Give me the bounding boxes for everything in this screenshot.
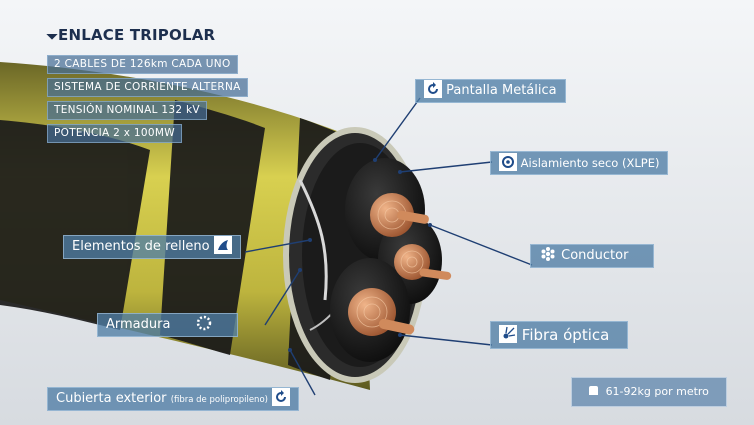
- weight-icon: [589, 386, 599, 395]
- screen-arc-icon: [424, 80, 442, 98]
- label-conductor: Conductor: [530, 244, 654, 268]
- label-relleno-text: Elementos de relleno: [72, 239, 210, 254]
- outer-sheath-arc-icon: [272, 388, 291, 406]
- filler-element-icon: [213, 236, 232, 254]
- page-title: ENLACE TRIPOLAR: [46, 26, 216, 44]
- label-pantalla-text: Pantalla Metálica: [446, 83, 557, 98]
- weight-badge: 61-92kg por metro: [571, 377, 727, 407]
- label-relleno: Elementos de relleno: [63, 235, 241, 259]
- label-aislamiento-text: Aislamiento seco (XLPE): [520, 156, 660, 170]
- label-cubierta-text: Cubierta exterior: [56, 391, 167, 406]
- label-fibra: Fibra óptica: [490, 321, 628, 349]
- label-pantalla: Pantalla Metálica: [415, 79, 566, 103]
- weight-text: 61-92kg por metro: [605, 385, 709, 398]
- label-armadura-text: Armadura: [106, 317, 171, 332]
- title-arrow-icon: [46, 28, 58, 40]
- label-conductor-text: Conductor: [561, 248, 629, 263]
- spec-cables: 2 CABLES DE 126km CADA UNO: [47, 55, 238, 74]
- spec-voltage: TENSIÓN NOMINAL 132 kV: [47, 101, 207, 120]
- spec-system: SISTEMA DE CORRIENTE ALTERNA: [47, 78, 248, 97]
- label-cubierta: Cubierta exterior (fibra de polipropilen…: [47, 387, 300, 411]
- label-fibra-text: Fibra óptica: [521, 326, 610, 344]
- conductor-strands-icon: [539, 245, 557, 263]
- label-armadura: Armadura: [97, 313, 238, 337]
- spec-power: POTENCIA 2 x 100MW: [47, 124, 182, 143]
- insulation-ring-icon: [499, 153, 517, 171]
- armor-dotted-ring-icon: [195, 314, 213, 332]
- label-aislamiento: Aislamiento seco (XLPE): [490, 151, 669, 175]
- fiber-optic-burst-icon: [499, 325, 517, 343]
- title-text: ENLACE TRIPOLAR: [58, 26, 216, 44]
- label-cubierta-note: (fibra de polipropileno): [170, 395, 268, 405]
